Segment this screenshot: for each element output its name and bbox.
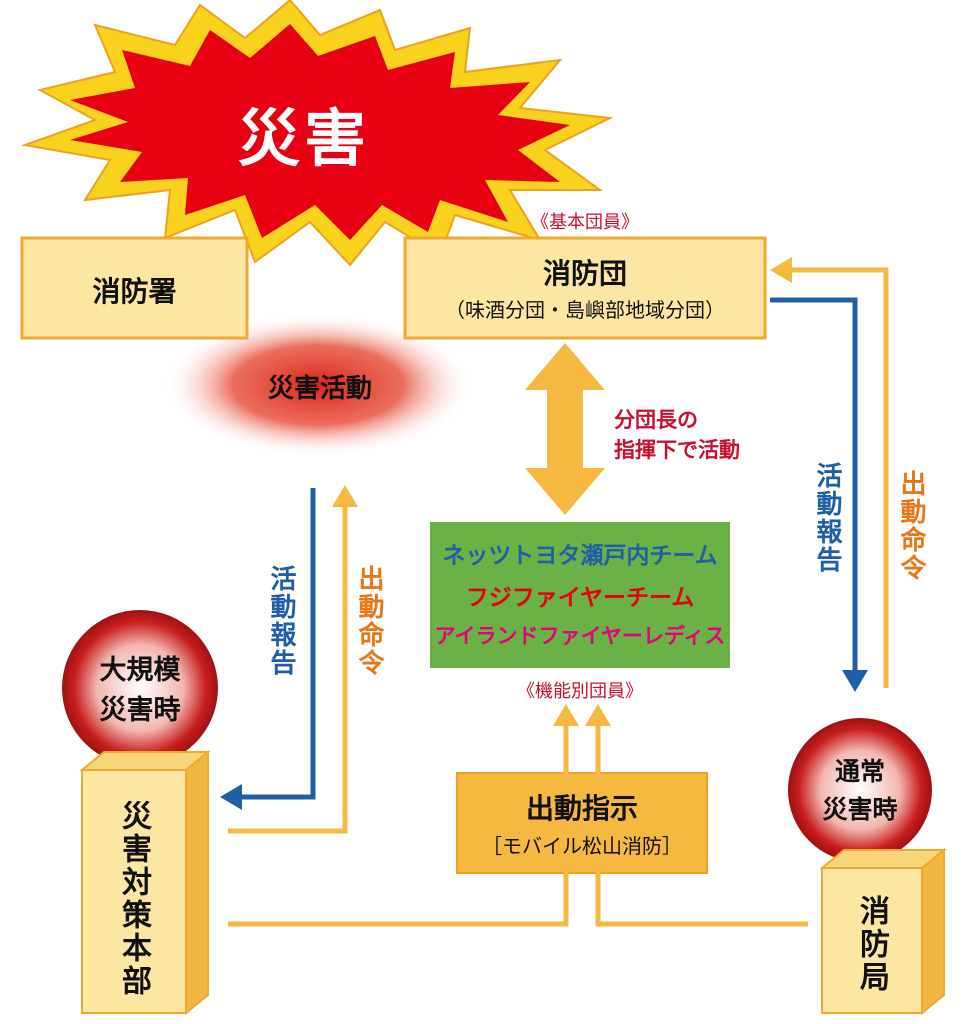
left-report-arrow [220, 488, 316, 810]
disaster-burst-inner [70, 24, 570, 240]
normal-sphere [788, 718, 932, 862]
fire-bureau-pillar [819, 847, 947, 1016]
team-island-fire-ladies: アイランドファイヤーレディス [434, 624, 726, 648]
headquarters-pillar [79, 749, 211, 1016]
team-netz-toyota: ネッツトヨタ瀬戸内チーム [442, 543, 718, 569]
large-scale-sphere [62, 610, 218, 766]
headquarters-label: 災害対策本部 [116, 800, 151, 998]
fire-brigade-box [403, 236, 767, 340]
dispatch-title: 出動指示 [525, 792, 638, 825]
disaster-label: 災害 [238, 102, 371, 175]
left-order-arrow [228, 485, 358, 834]
disaster-activity-glow [163, 313, 473, 457]
dispatch-subtitle: ［モバイル松山消防］ [482, 834, 682, 858]
branch-leader-note-2: 指揮下で活動 [614, 438, 740, 462]
fire-brigade-title: 消防団 [542, 257, 627, 290]
disaster-activity-label: 災害活動 [267, 374, 372, 404]
double-arrow [525, 343, 605, 515]
functional-teams-box [430, 522, 730, 668]
functional-members-caption: 《機能別団員》 [517, 681, 643, 702]
right-report-arrow [770, 297, 868, 692]
normal-line1: 通常 [834, 757, 885, 786]
fire-station-box [20, 236, 249, 340]
right-order-arrow [770, 257, 889, 688]
left-report-label: 活動報告 [266, 565, 296, 677]
right-report-label: 活動報告 [812, 462, 842, 574]
large-scale-line1: 大規模 [99, 655, 181, 686]
right-order-label: 出動命令 [896, 470, 926, 582]
basic-members-caption: 《基本団員》 [531, 212, 639, 233]
left-order-label: 出動命令 [354, 565, 384, 677]
normal-line2: 災害時 [822, 795, 898, 824]
dispatch-box [456, 772, 708, 874]
branch-leader-note-1: 分団長の [614, 408, 698, 432]
fire-station-label: 消防署 [92, 275, 177, 308]
large-scale-line2: 災害時 [99, 695, 181, 726]
dispatch-arrows [228, 704, 808, 927]
fire-brigade-subtitle: （味酒分団・島嶼部地域分団） [445, 298, 725, 322]
fire-bureau-label: 消防局 [854, 895, 889, 994]
team-fuji-fire: フジファイヤーチーム [465, 585, 695, 611]
